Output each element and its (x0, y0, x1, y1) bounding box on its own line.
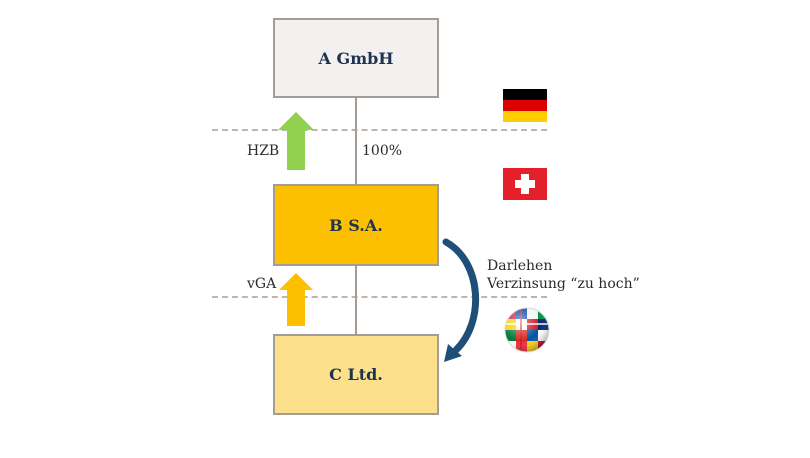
vga-arrow-icon (279, 273, 313, 326)
ownership-label: 100% (362, 143, 403, 159)
loan-label-line2: Verzinsung “zu hoch” (487, 276, 640, 292)
germany-flag-icon (503, 89, 547, 122)
switzerland-flag-icon (503, 168, 547, 200)
connector-b-c (355, 266, 357, 334)
connector-a-b (355, 98, 357, 184)
loan-curved-arrow-icon (442, 238, 480, 362)
entity-a-gmbh: A GmbH (273, 18, 439, 98)
hzb-label: HZB (247, 143, 280, 159)
entity-a-label: A GmbH (318, 48, 394, 68)
entity-c-ltd: C Ltd. (273, 334, 439, 415)
hzb-arrow-icon (278, 112, 314, 170)
entity-b-label: B S.A. (329, 215, 383, 235)
vga-label: vGA (247, 276, 277, 292)
border-line-de-ch (212, 129, 547, 131)
world-flags-globe-icon (504, 307, 550, 353)
loan-label-line1: Darlehen (487, 258, 553, 274)
border-line-ch-intl (212, 296, 547, 298)
entity-c-label: C Ltd. (329, 365, 383, 384)
entity-b-sa: B S.A. (273, 184, 439, 266)
